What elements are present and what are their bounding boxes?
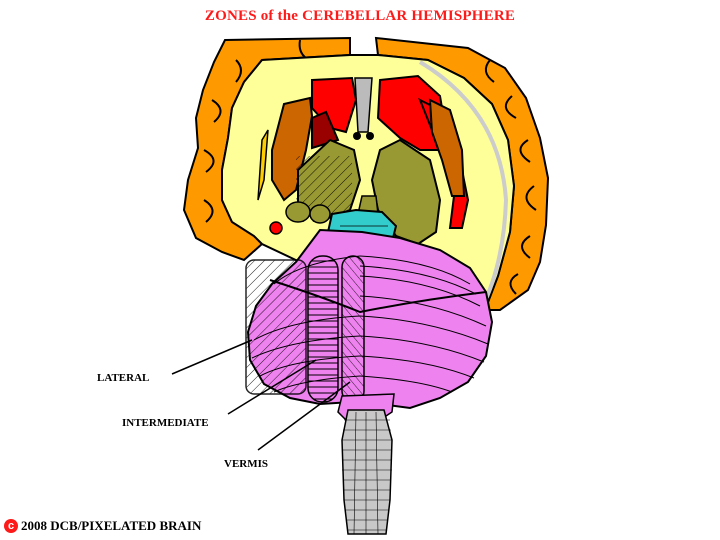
- globus-pallidus-left: [311, 110, 340, 150]
- putamen-right: [428, 98, 466, 197]
- leader-lateral: [171, 339, 253, 375]
- copyright-text: 2008 DCB/PIXELATED BRAIN: [21, 518, 202, 533]
- label-intermediate: INTERMEDIATE: [122, 417, 209, 429]
- leader-intermediate: [227, 359, 317, 415]
- ventricle-septum: [354, 77, 373, 133]
- copyright-icon: c: [4, 519, 18, 533]
- intermediate-zone: [307, 255, 339, 403]
- lateral-zone: [245, 259, 307, 395]
- brainstem: [341, 409, 393, 535]
- diagram-title: ZONES of the CEREBELLAR HEMISPHERE: [204, 8, 516, 24]
- gyri-lines: [203, 39, 537, 295]
- vermis-zone: [341, 255, 365, 403]
- label-vermis: VERMIS: [224, 458, 269, 470]
- leader-vermis: [257, 381, 351, 451]
- label-lateral: LATERAL: [97, 372, 150, 384]
- brainstem-lines: [342, 411, 392, 535]
- copyright-notice: c 2008 DCB/PIXELATED BRAIN: [4, 518, 201, 534]
